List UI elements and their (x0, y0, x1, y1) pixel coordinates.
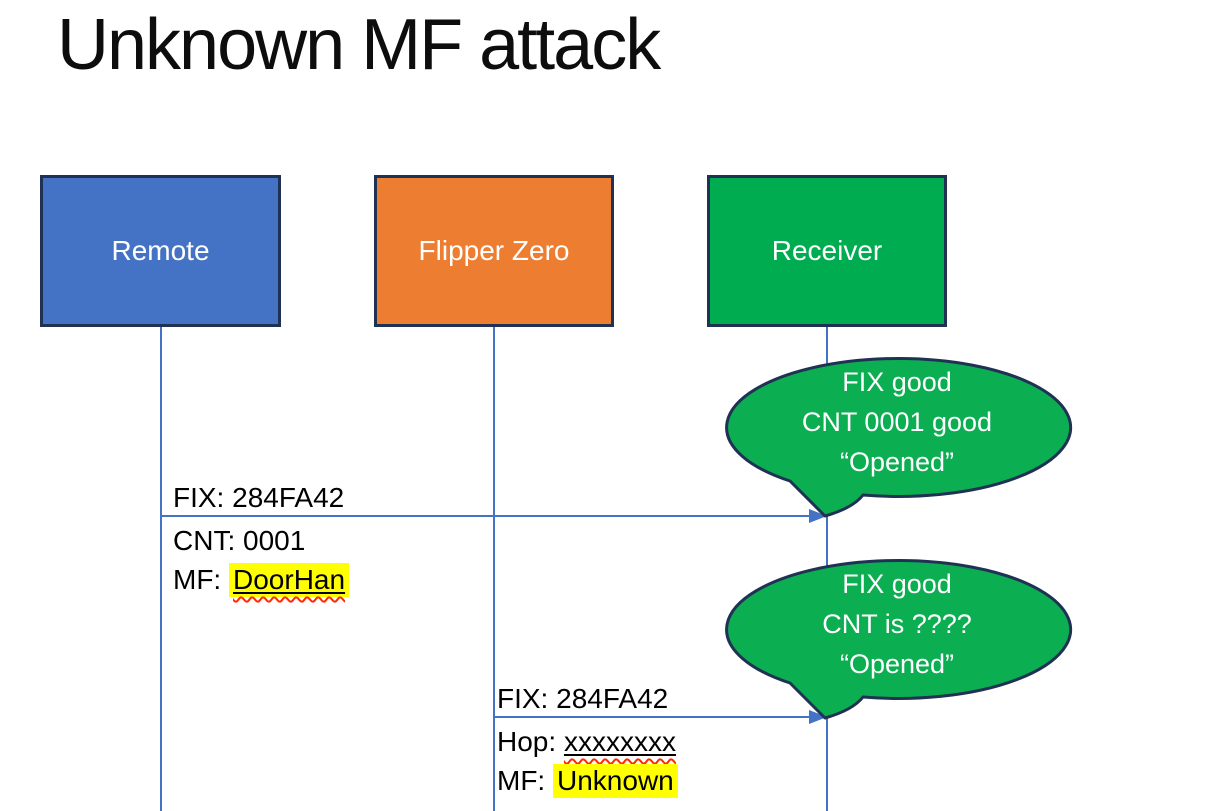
speech-bubble-shape (725, 356, 1073, 518)
speech-bubble-2: FIX good CNT is ???? “Opened” (715, 552, 1085, 727)
speech-bubble-1: FIX good CNT 0001 good “Opened” (715, 350, 1085, 525)
bubble-line: CNT 0001 good (801, 407, 993, 437)
message-2-details: Hop: xxxxxxxx MF: Unknown (497, 722, 678, 800)
actor-label-receiver: Receiver (771, 235, 883, 266)
actor-label-flipper-zero: Flipper Zero (418, 235, 570, 266)
message-1-fix-line: FIX: 284FA42 (173, 482, 345, 513)
message-1-cnt-line: CNT: 0001 (173, 525, 306, 556)
actor-box-remote: Remote (40, 175, 281, 327)
message-2-hop-line: Hop: xxxxxxxx (497, 726, 676, 757)
lifeline-flipper-zero (493, 327, 495, 811)
speech-bubble-1-text: FIX good CNT 0001 good “Opened” (715, 362, 1079, 482)
actor-label-remote: Remote (111, 235, 210, 266)
actor-box-receiver: Receiver (707, 175, 947, 327)
message-arrow-1 (161, 515, 811, 517)
message-1-mf-line: MF: DoorHan (173, 560, 350, 599)
bubble-line: FIX good (842, 367, 952, 397)
message-2-mf-line: MF: Unknown (497, 761, 678, 800)
bubble-line: “Opened” (839, 649, 955, 679)
speech-bubble-2-text: FIX good CNT is ???? “Opened” (715, 564, 1079, 684)
actor-box-flipper-zero: Flipper Zero (374, 175, 614, 327)
bubble-line: FIX good (842, 569, 952, 599)
lifeline-remote (160, 327, 162, 811)
speech-bubble-shape (725, 558, 1073, 720)
message-arrow-2 (494, 716, 811, 718)
oval-callout-path (725, 356, 1073, 518)
message-2-fix-line: FIX: 284FA42 (497, 683, 669, 714)
message-1-details: CNT: 0001 MF: DoorHan (173, 521, 350, 599)
oval-callout-path (725, 558, 1073, 720)
bubble-line: “Opened” (839, 447, 955, 477)
slide-title: Unknown MF attack (57, 5, 661, 85)
bubble-line: CNT is ???? (822, 609, 972, 639)
